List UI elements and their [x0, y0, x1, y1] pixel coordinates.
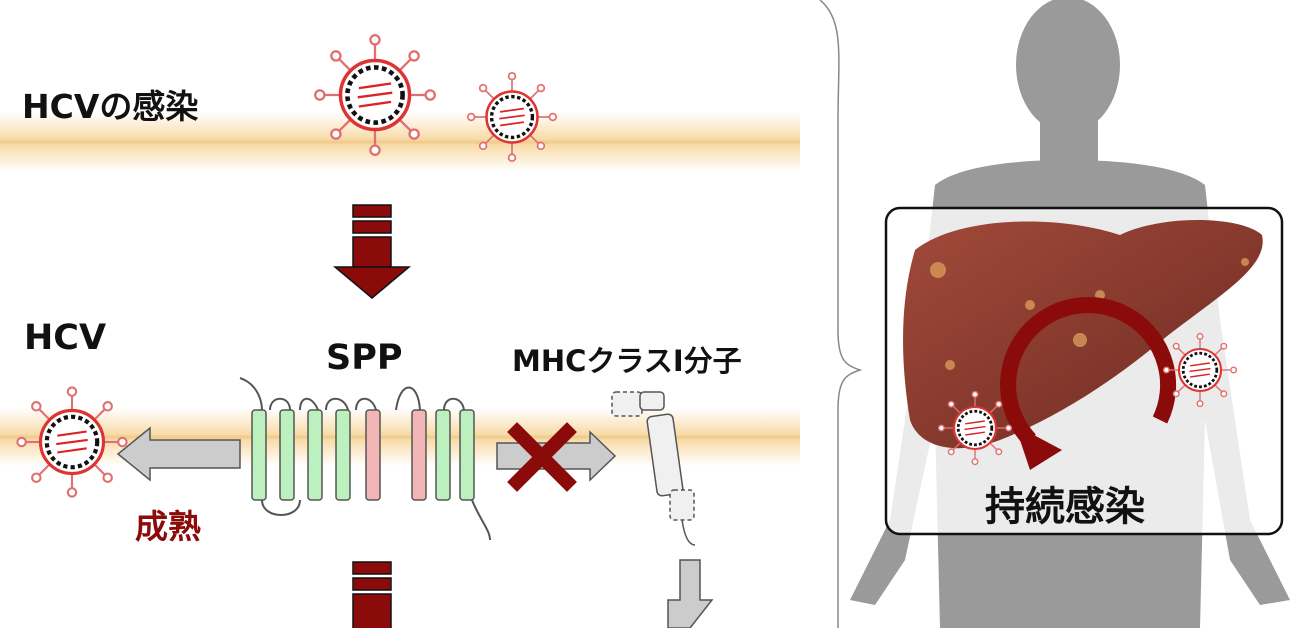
spp-label: SPP — [326, 338, 403, 378]
upper-membrane — [0, 112, 800, 172]
spp-protein — [239, 377, 491, 541]
hcv-mature-virus — [17, 387, 126, 496]
hcv-label: HCV — [24, 318, 107, 358]
block-x-icon — [507, 422, 577, 492]
hcv-virus-liver-right — [1162, 332, 1238, 408]
down-arrow-gray — [667, 559, 714, 628]
maturation-label: 成熟 — [135, 507, 201, 546]
maturation-arrow — [116, 426, 241, 482]
hcv-virus-large — [315, 35, 435, 155]
liver-lesions — [930, 258, 1249, 370]
brace-divider — [819, 0, 863, 628]
mhc-label: MHCクラスI分子 — [512, 344, 742, 378]
hcv-virus-small — [466, 71, 558, 163]
down-arrow-red-bottom — [352, 561, 392, 628]
cycle-arrowhead — [1015, 425, 1062, 470]
mhc-molecule — [611, 391, 696, 546]
lower-membrane — [0, 408, 800, 466]
hcv-virus-liver-left — [937, 390, 1013, 466]
down-arrow-red — [332, 204, 412, 299]
persistent-infection-label: 持続感染 — [985, 484, 1145, 530]
infection-label: HCVの感染 — [22, 87, 199, 126]
